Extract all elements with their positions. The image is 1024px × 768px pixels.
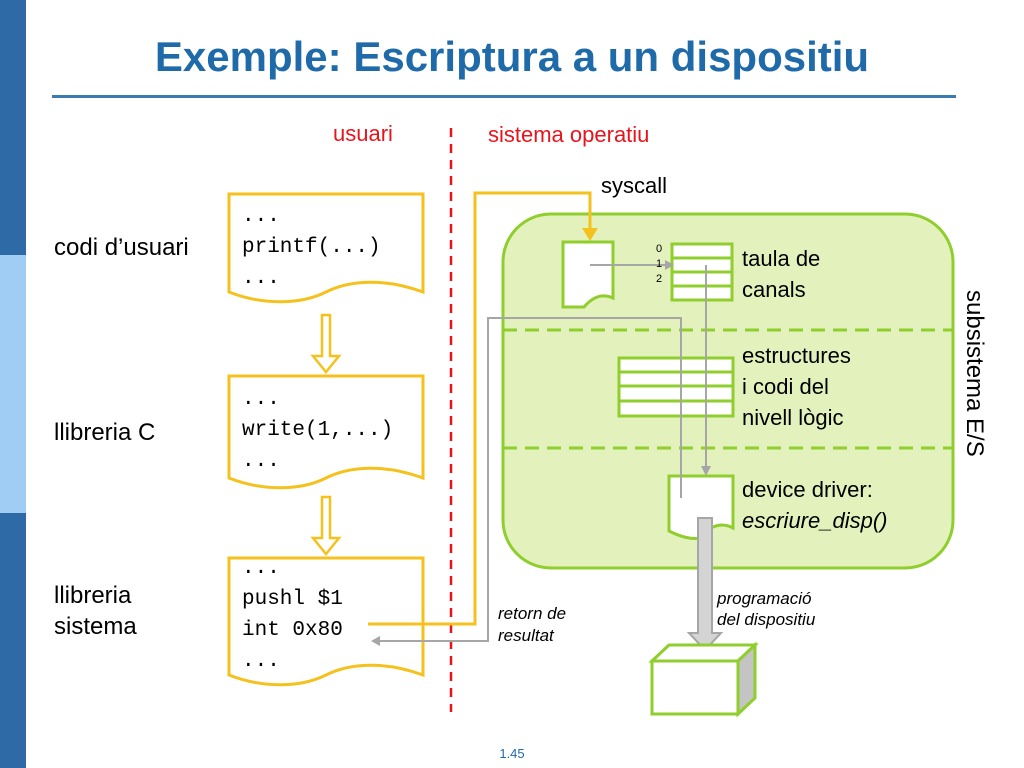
slide-title: Exemple: Escriptura a un dispositiu (154, 33, 870, 80)
user-code-text: ... printf(...) ... (242, 201, 381, 294)
programming-label-line2: del dispositiu (717, 610, 816, 629)
left-accent-bar-middle (0, 255, 26, 513)
dispatch-to-driver-arrowhead (701, 466, 711, 476)
syscall-label: syscall (601, 173, 668, 198)
call-down-arrow-1 (310, 313, 342, 374)
code-line: ... (242, 650, 280, 673)
code-line: ... (242, 450, 280, 473)
libc-code-box (227, 374, 425, 490)
return-result-path (378, 317, 682, 642)
logic-label-line3: nivell lògic (742, 405, 844, 430)
left-accent-bar-bottom (0, 513, 26, 768)
syslib-code-text: ... pushl $1 int 0x80 ... (242, 553, 343, 677)
return-label-line1: retorn de (498, 604, 567, 623)
syslib-code-box (227, 556, 425, 687)
lookup-channel-arrowhead (665, 260, 674, 270)
channel-index: 0 (656, 243, 663, 255)
syslib-label-line1: llibreria (54, 582, 132, 609)
libc-code-text: ... write(1,...) ... (242, 384, 393, 477)
left-accent-bar-top (0, 0, 26, 255)
programming-label-line1: programació (717, 589, 812, 608)
channels-label-line1: taula de (742, 246, 821, 271)
io-subsystem-label: subsistema E/S (961, 290, 988, 457)
driver-label-line2: escriure_disp() (742, 508, 888, 533)
driver-label-line1: device driver: (742, 477, 873, 502)
call-down-arrow-2 (310, 495, 342, 556)
channel-table (670, 242, 734, 302)
code-line: printf(...) (242, 236, 381, 259)
code-line: ... (242, 557, 280, 580)
return-result-arrowhead (371, 636, 380, 646)
code-line: pushl $1 (242, 588, 343, 611)
user-code-box (227, 192, 425, 304)
channels-label-line2: canals (742, 277, 806, 302)
title-underline (52, 95, 956, 98)
logic-label-line1: estructures (742, 343, 851, 368)
os-region-label: sistema operatiu (488, 122, 650, 147)
syslib-label-line2: sistema (54, 613, 137, 640)
code-line: int 0x80 (242, 619, 343, 642)
libc-label: llibreria C (54, 419, 156, 446)
syscall-entry-doc (561, 240, 615, 309)
syscall-path (368, 191, 592, 626)
return-label-line2: resultat (498, 626, 554, 645)
device-programming-arrow (686, 517, 724, 652)
page-number: 1.45 (499, 746, 525, 761)
code-line: write(1,...) (242, 419, 394, 442)
channel-index: 1 (656, 258, 663, 270)
syscall-arrowhead (582, 228, 598, 241)
logic-label-line2: i codi del (742, 374, 829, 399)
user-region-label: usuari (333, 121, 393, 146)
user-code-label: codi d’usuari (54, 234, 189, 261)
channel-index: 2 (656, 273, 663, 285)
code-line: ... (242, 267, 280, 290)
code-line: ... (242, 205, 280, 228)
device-box (648, 641, 759, 718)
logic-structures-table (617, 356, 735, 418)
code-line: ... (242, 388, 280, 411)
